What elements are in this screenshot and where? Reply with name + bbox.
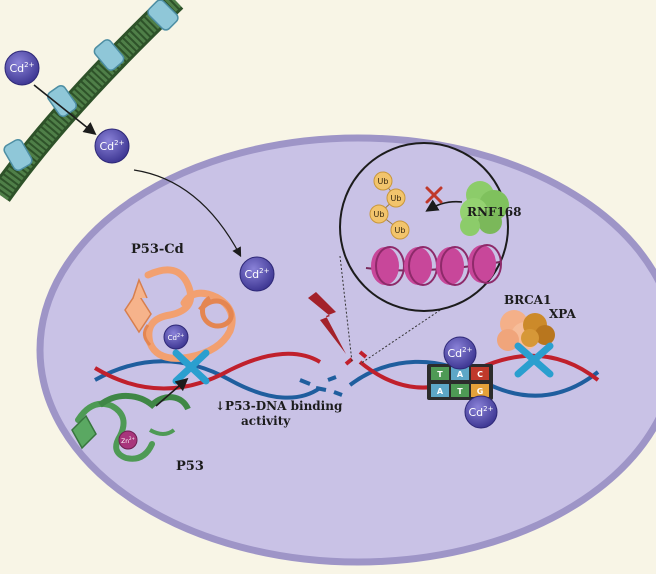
membrane-channel-4 (3, 138, 33, 172)
svg-text:T: T (437, 370, 443, 379)
base-T (431, 367, 449, 380)
svg-text:Cd2+: Cd2+ (469, 405, 494, 419)
ubiquitin-2: Ub (386, 188, 406, 208)
dna-fragment (358, 350, 368, 359)
base-pair-block: T A C A T G (427, 364, 493, 400)
membrane-channel-1 (147, 0, 179, 31)
base-C (471, 367, 489, 380)
cd-ion-base-top: Cd2+ (443, 336, 477, 370)
svg-text:A: A (437, 387, 444, 396)
rnf168-protein (460, 181, 509, 236)
nucleosome (468, 244, 502, 284)
cd-ion-nucleus: Cd2+ (239, 256, 275, 292)
ion-to-nucleus-arrow (133, 169, 242, 258)
svg-text:A: A (457, 370, 464, 379)
repair-block-x-icon (514, 342, 554, 378)
dna-fragment (344, 357, 354, 366)
block-x-icon (172, 349, 210, 385)
svg-text:C: C (477, 370, 483, 379)
ubiquitin-chain: Ub Ub Ub Ub (369, 171, 410, 240)
base-A (451, 367, 469, 380)
svg-text:T: T (457, 387, 463, 396)
svg-text:Ub: Ub (378, 177, 389, 186)
nucleosome-array (365, 244, 502, 286)
svg-text:Cd2+: Cd2+ (448, 346, 473, 360)
ubiquitin-3: Ub (369, 204, 389, 224)
svg-text:Cd2+: Cd2+ (100, 139, 125, 153)
base-T-bottom (451, 384, 469, 397)
membrane-channel-2 (93, 39, 125, 71)
xpa-protein (521, 313, 555, 347)
cd-ion-outside: Cd2+ (4, 50, 40, 86)
p53-cd-protein (124, 266, 236, 362)
lightning-bolt (308, 292, 346, 354)
dna-fragment (327, 375, 337, 382)
dna-strand-red (93, 351, 322, 391)
binding-activity-label: ↓P53-DNA binding (215, 399, 343, 413)
ubiquitination-arrow (425, 199, 463, 212)
p53-label: P53 (176, 459, 204, 474)
binding-activity-label-2: activity (241, 414, 291, 428)
svg-text:Ub: Ub (391, 194, 402, 203)
ion-entry-arrow (33, 84, 97, 135)
cd-ion-base-bottom: Cd2+ (464, 395, 498, 429)
p53-binding-arrow (155, 377, 189, 407)
svg-text:Cd2+: Cd2+ (168, 333, 185, 342)
dna-fragment (299, 378, 311, 386)
p53-cd-label: P53-Cd (131, 242, 184, 257)
svg-text:G: G (477, 387, 484, 396)
svg-text:Ub: Ub (395, 226, 406, 235)
svg-text:Zn2+: Zn2+ (121, 436, 135, 445)
cd-ion-membrane: Cd2+ (94, 128, 130, 164)
ubiquitin-4: Ub (390, 220, 410, 240)
dna-fragment (315, 386, 327, 392)
base-A-bottom (431, 384, 449, 397)
rnf168-label: RNF168 (467, 205, 522, 219)
svg-text:Cd2+: Cd2+ (245, 267, 270, 281)
cell-membrane (0, 0, 184, 202)
xpa-label: XPA (549, 307, 576, 321)
brca1-label: BRCA1 (504, 293, 551, 307)
inhibit-x-icon (425, 186, 443, 204)
zoom-guide (339, 255, 353, 363)
zoom-circle: Ub Ub Ub Ub RNF168 (339, 142, 522, 312)
ubiquitin-1: Ub (373, 171, 393, 191)
dna-fragment (333, 390, 343, 397)
zn-ion: Zn2+ (118, 430, 138, 450)
membrane-channel-3 (46, 85, 78, 117)
svg-text:Ub: Ub (374, 210, 385, 219)
dna-strand-blue (94, 359, 322, 400)
svg-text:Cd2+: Cd2+ (10, 61, 35, 75)
cd-ion-bound-p53: Cd2+ (163, 324, 189, 350)
base-G-bottom (471, 384, 489, 397)
